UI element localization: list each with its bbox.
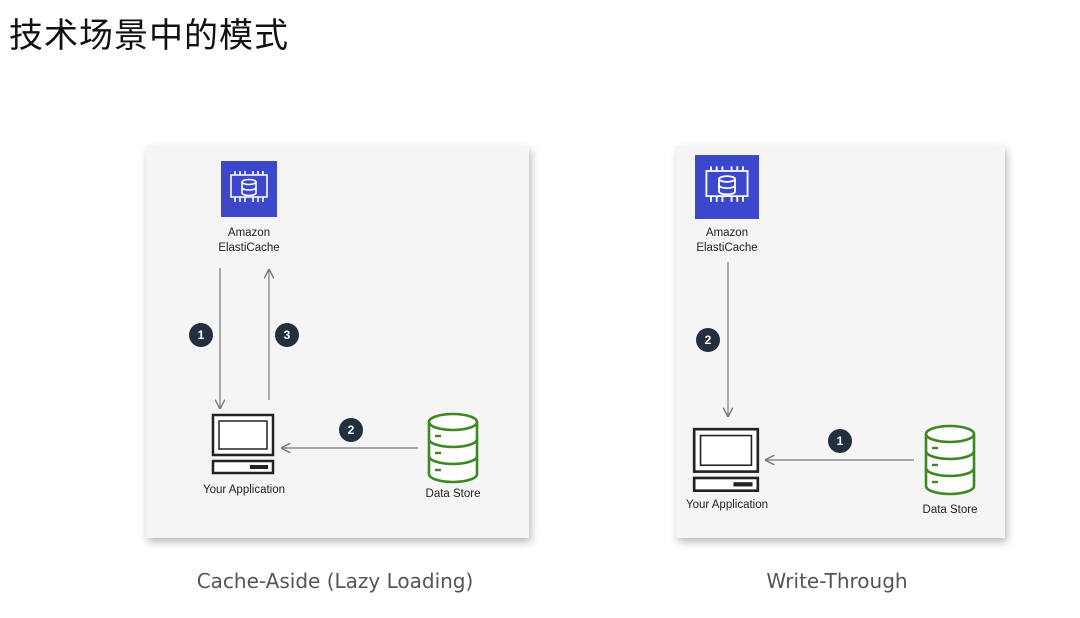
data-store-label: Data Store bbox=[922, 504, 978, 516]
elasticache-label-line1: Amazon bbox=[705, 227, 749, 239]
step-badge-1: 1 bbox=[189, 323, 213, 347]
cache-aside-arrows bbox=[146, 268, 418, 538]
write-through-arrows bbox=[676, 262, 914, 538]
application-label: Your Application bbox=[685, 499, 769, 511]
cache-aside-caption: Cache-Aside (Lazy Loading) bbox=[196, 569, 474, 593]
data-store-label: Data Store bbox=[425, 488, 481, 500]
elasticache-label: Amazon ElastiCache bbox=[696, 226, 757, 256]
data-store-icon bbox=[427, 412, 479, 484]
step-badge-1: 1 bbox=[828, 429, 852, 453]
application-icon bbox=[692, 427, 760, 493]
step-badge-2: 2 bbox=[339, 418, 363, 442]
write-through-diagram: Amazon ElastiCache Your Application Data… bbox=[676, 146, 1005, 538]
elasticache-label: Amazon ElastiCache bbox=[218, 226, 279, 256]
cache-aside-diagram: Amazon ElastiCache Your Application Data… bbox=[146, 146, 529, 538]
elasticache-icon bbox=[221, 161, 277, 217]
elasticache-icon bbox=[695, 155, 759, 219]
step-badge-3: 3 bbox=[275, 323, 299, 347]
elasticache-label-line2: ElastiCache bbox=[696, 242, 758, 254]
write-through-caption: Write-Through bbox=[766, 569, 908, 593]
application-label: Your Application bbox=[202, 484, 286, 496]
application-icon bbox=[211, 413, 275, 475]
step-badge-2: 2 bbox=[696, 328, 720, 352]
data-store-icon bbox=[924, 424, 976, 496]
elasticache-label-line2: ElastiCache bbox=[218, 242, 280, 254]
elasticache-label-line1: Amazon bbox=[227, 227, 271, 239]
page-title: 技术场景中的模式 bbox=[9, 16, 289, 56]
